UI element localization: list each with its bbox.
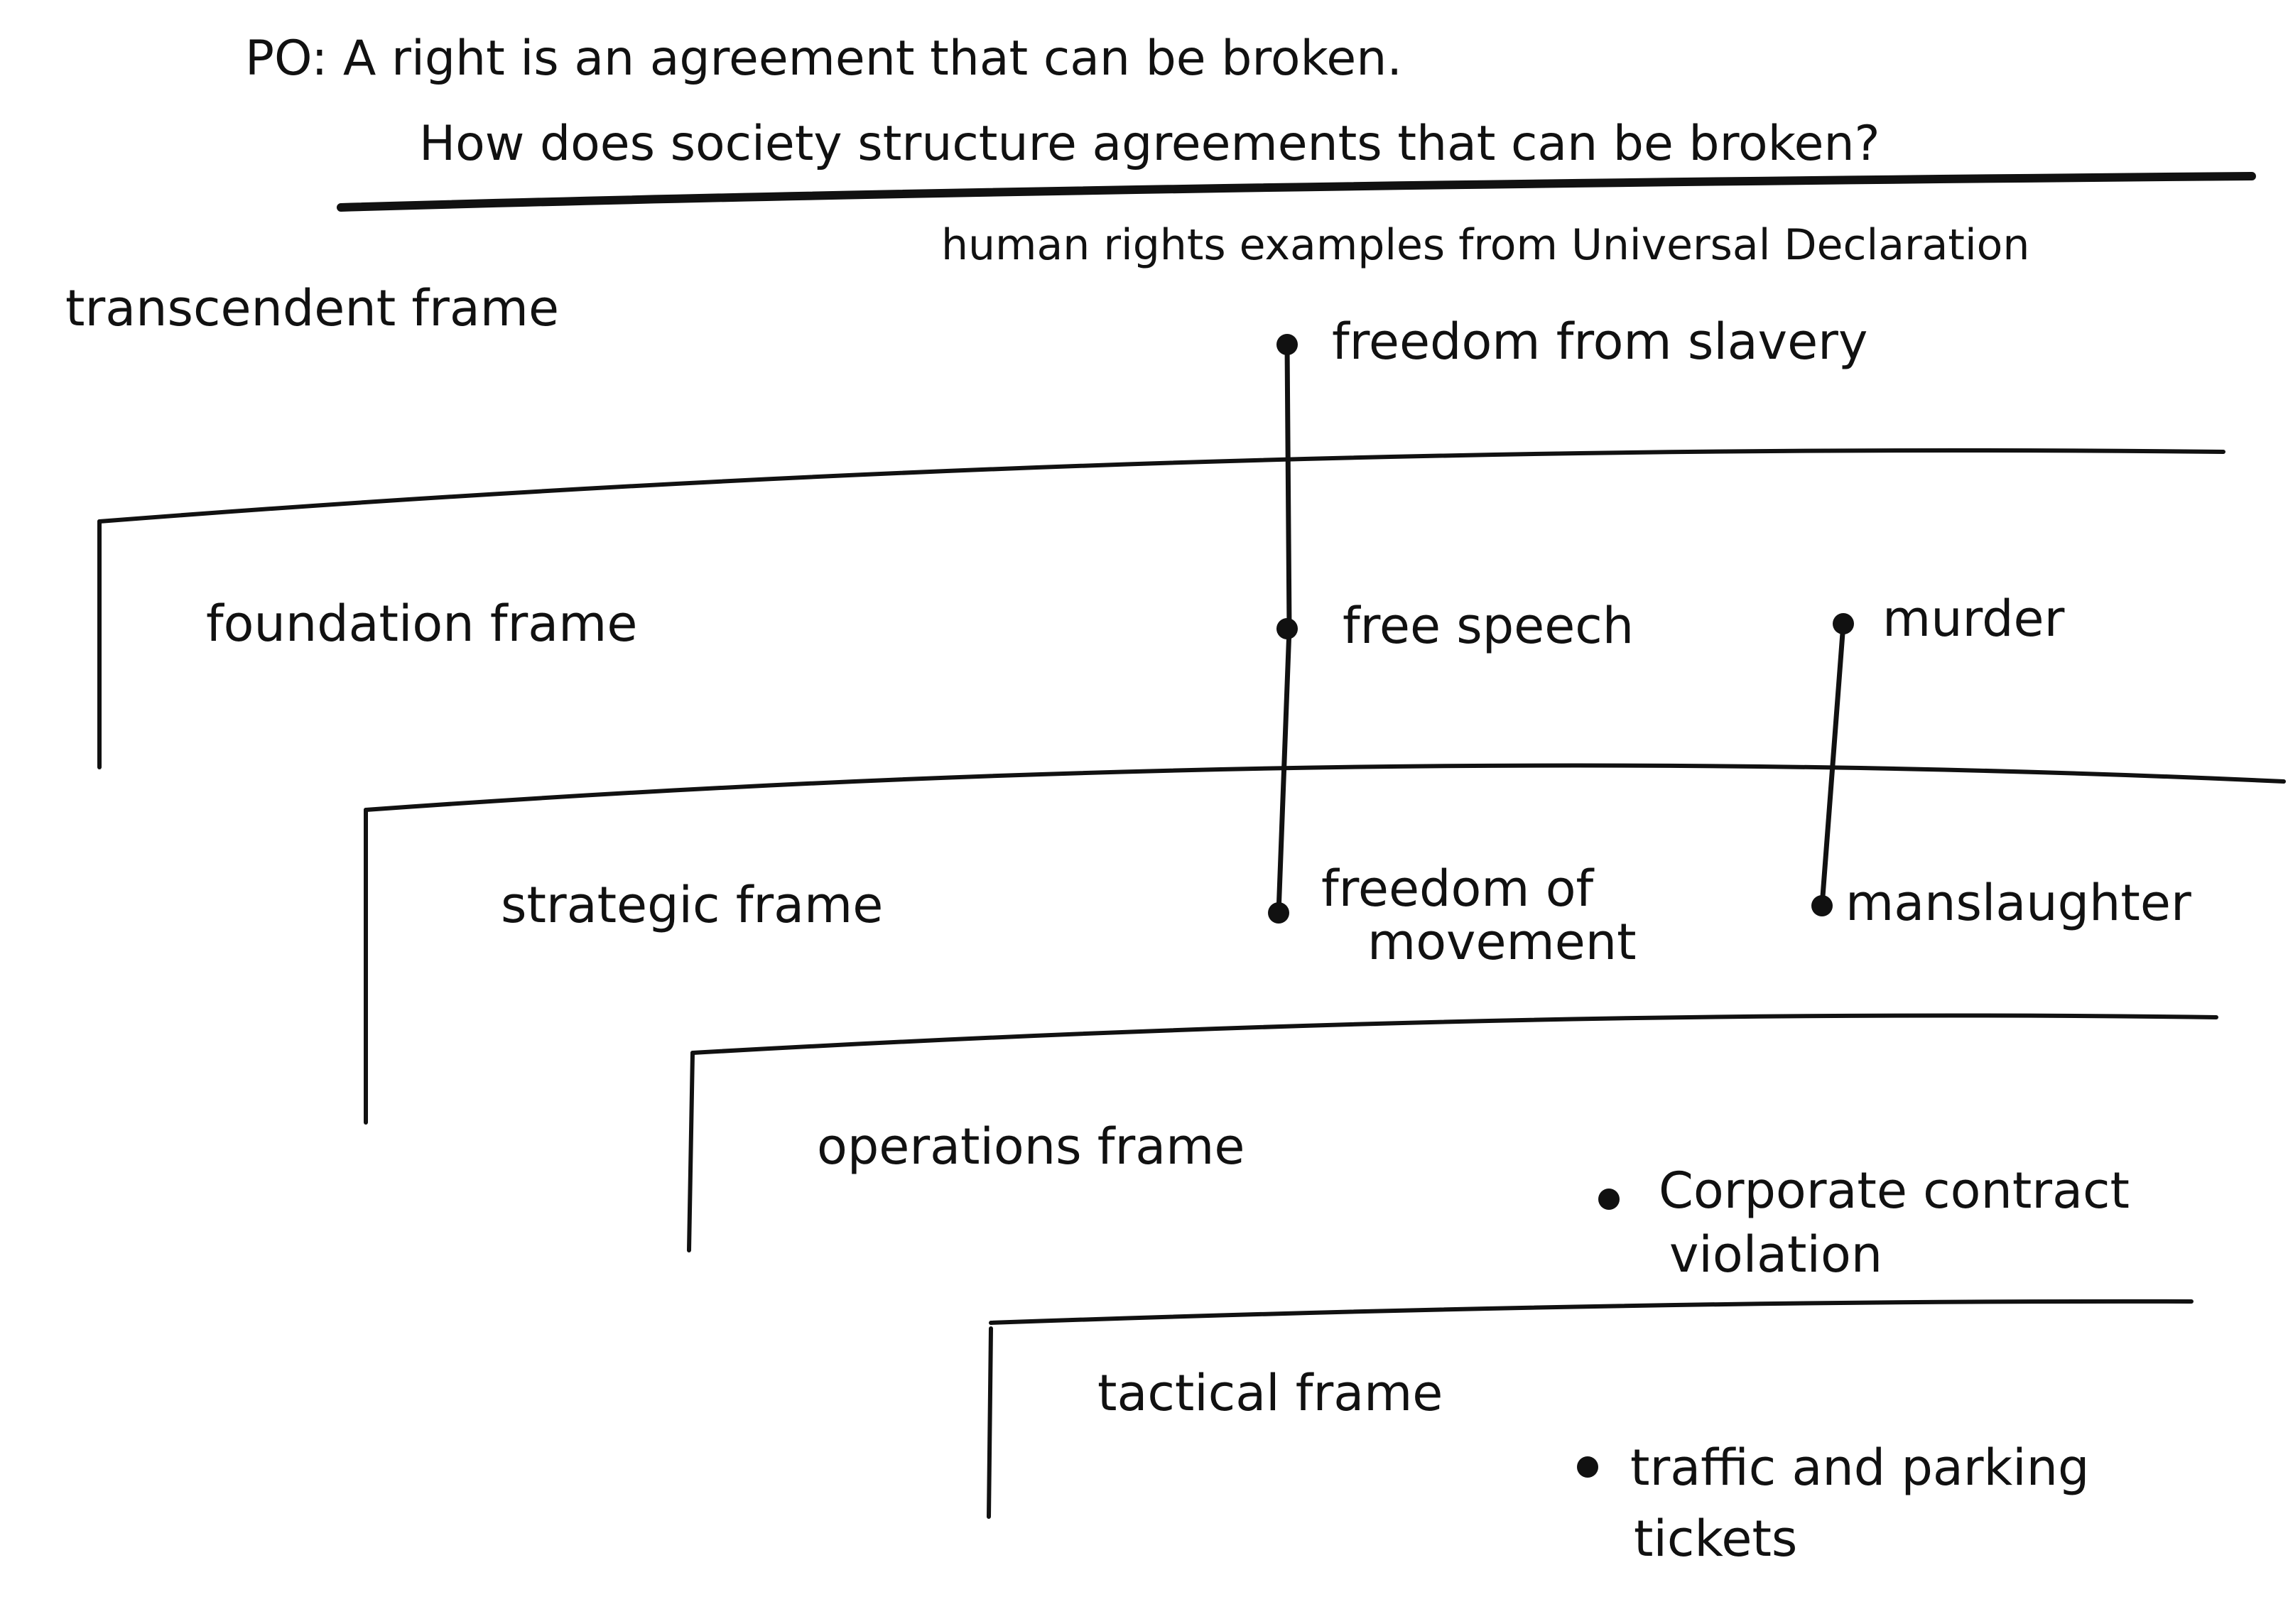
transcendent-frame-bottom-line [97, 448, 2225, 524]
bullet-manslaughter [1811, 895, 1833, 916]
examples-header: human rights examples from Universal Dec… [941, 220, 2029, 270]
title-underline [337, 172, 2256, 212]
example-traffic-tickets-line-1: traffic and parking [1630, 1439, 2089, 1497]
frame-label-foundation: foundation frame [206, 595, 637, 653]
tactical-frame-left-edge [987, 1326, 993, 1519]
example-corporate-contract-line-2: violation [1669, 1225, 1882, 1284]
connector-murder-to-manslaughter [1819, 621, 1846, 909]
example-freedom-of-movement-line-1: freedom of [1321, 860, 1595, 918]
frame-label-strategic: strategic frame [501, 876, 883, 934]
tactical-frame-top-line [989, 1299, 2194, 1325]
example-corporate-contract-line-1: Corporate contract [1659, 1162, 2130, 1220]
example-traffic-tickets-line-2: tickets [1634, 1510, 1797, 1568]
bullet-free-speech [1276, 618, 1298, 639]
frame-label-operations: operations frame [817, 1117, 1245, 1176]
bullet-freedom-from-slavery [1276, 334, 1298, 355]
operations-frame-top-line [690, 1013, 2218, 1055]
example-freedom-from-slavery: freedom from slavery [1332, 313, 1867, 371]
frame-label-transcendent: transcendent frame [65, 279, 559, 337]
operations-frame-left-edge [687, 1051, 695, 1252]
bullet-murder [1833, 613, 1854, 634]
title-line-1: PO: A right is an agreement that can be … [245, 31, 1402, 87]
strategic-frame-top-line [364, 763, 2286, 812]
bullet-traffic-and-parking-tickets [1577, 1456, 1598, 1478]
frame-label-tactical: tactical frame [1097, 1364, 1443, 1422]
example-murder: murder [1882, 590, 2065, 648]
example-free-speech: free speech [1343, 597, 1634, 655]
example-manslaughter: manslaughter [1845, 874, 2191, 932]
example-freedom-of-movement-line-2: movement [1367, 913, 1637, 971]
bullet-freedom-of-movement [1268, 902, 1289, 924]
bullet-corporate-contract-violation [1598, 1189, 1620, 1210]
title-line-2: How does society structure agreements th… [419, 116, 1880, 172]
